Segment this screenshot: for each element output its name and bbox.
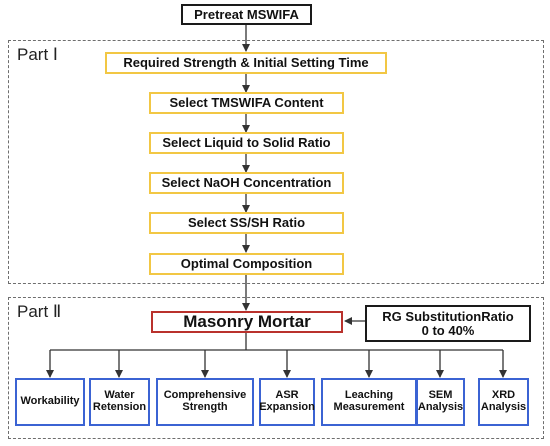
step-optimal-composition: Optimal Composition (149, 253, 344, 275)
test-label-line1: Leaching (344, 389, 394, 402)
step-required-strength: Required Strength & Initial Setting Time (105, 52, 387, 74)
test-label-line2: Analysis (417, 401, 464, 413)
rg-substitution-range: 0 to 40% (421, 322, 475, 338)
test-comprehensive-strength: Comprehensive Strength (156, 378, 254, 426)
test-label-line2: Analysis (480, 401, 527, 413)
test-label-line2: Strength (182, 401, 228, 413)
rg-substitution-box: RG SubstitutionRatio 0 to 40% (365, 305, 531, 342)
test-label-line1: Comprehensive (163, 389, 247, 402)
test-xrd-analysis: XRD Analysis (478, 378, 529, 426)
part-2-container (8, 297, 544, 439)
part-2-label: Part Ⅱ (17, 302, 62, 321)
step-select-liquid-solid-ratio: Select Liquid to Solid Ratio (149, 132, 344, 154)
test-label-line1: Water (104, 389, 135, 402)
masonry-mortar-box: Masonry Mortar (151, 311, 343, 333)
test-workability: Workability (15, 378, 85, 426)
part-1-container (8, 40, 544, 284)
test-label-line1: XRD (491, 389, 516, 402)
test-leaching-measurement: Leaching Measurement (321, 378, 417, 426)
test-label: Workability (20, 395, 80, 408)
step-select-tmswifa-content: Select TMSWIFA Content (149, 92, 344, 114)
test-water-retension: Water Retension (89, 378, 150, 426)
test-label-line1: SEM (428, 389, 453, 402)
start-box: Pretreat MSWIFA (181, 4, 312, 25)
test-asr-expansion: ASR Expansion (259, 378, 315, 426)
step-select-naoh-concentration: Select NaOH Concentration (149, 172, 344, 194)
rg-substitution-title: RG SubstitutionRatio (382, 308, 514, 324)
test-label-line1: ASR (275, 389, 299, 402)
test-label-line2: Measurement (333, 401, 405, 413)
part-1-label: Part Ⅰ (17, 45, 58, 64)
step-select-ss-sh-ratio: Select SS/SH Ratio (149, 212, 344, 234)
test-sem-analysis: SEM Analysis (416, 378, 465, 426)
test-label-line2: Retension (92, 401, 147, 413)
test-label-line2: Expansion (259, 401, 315, 413)
